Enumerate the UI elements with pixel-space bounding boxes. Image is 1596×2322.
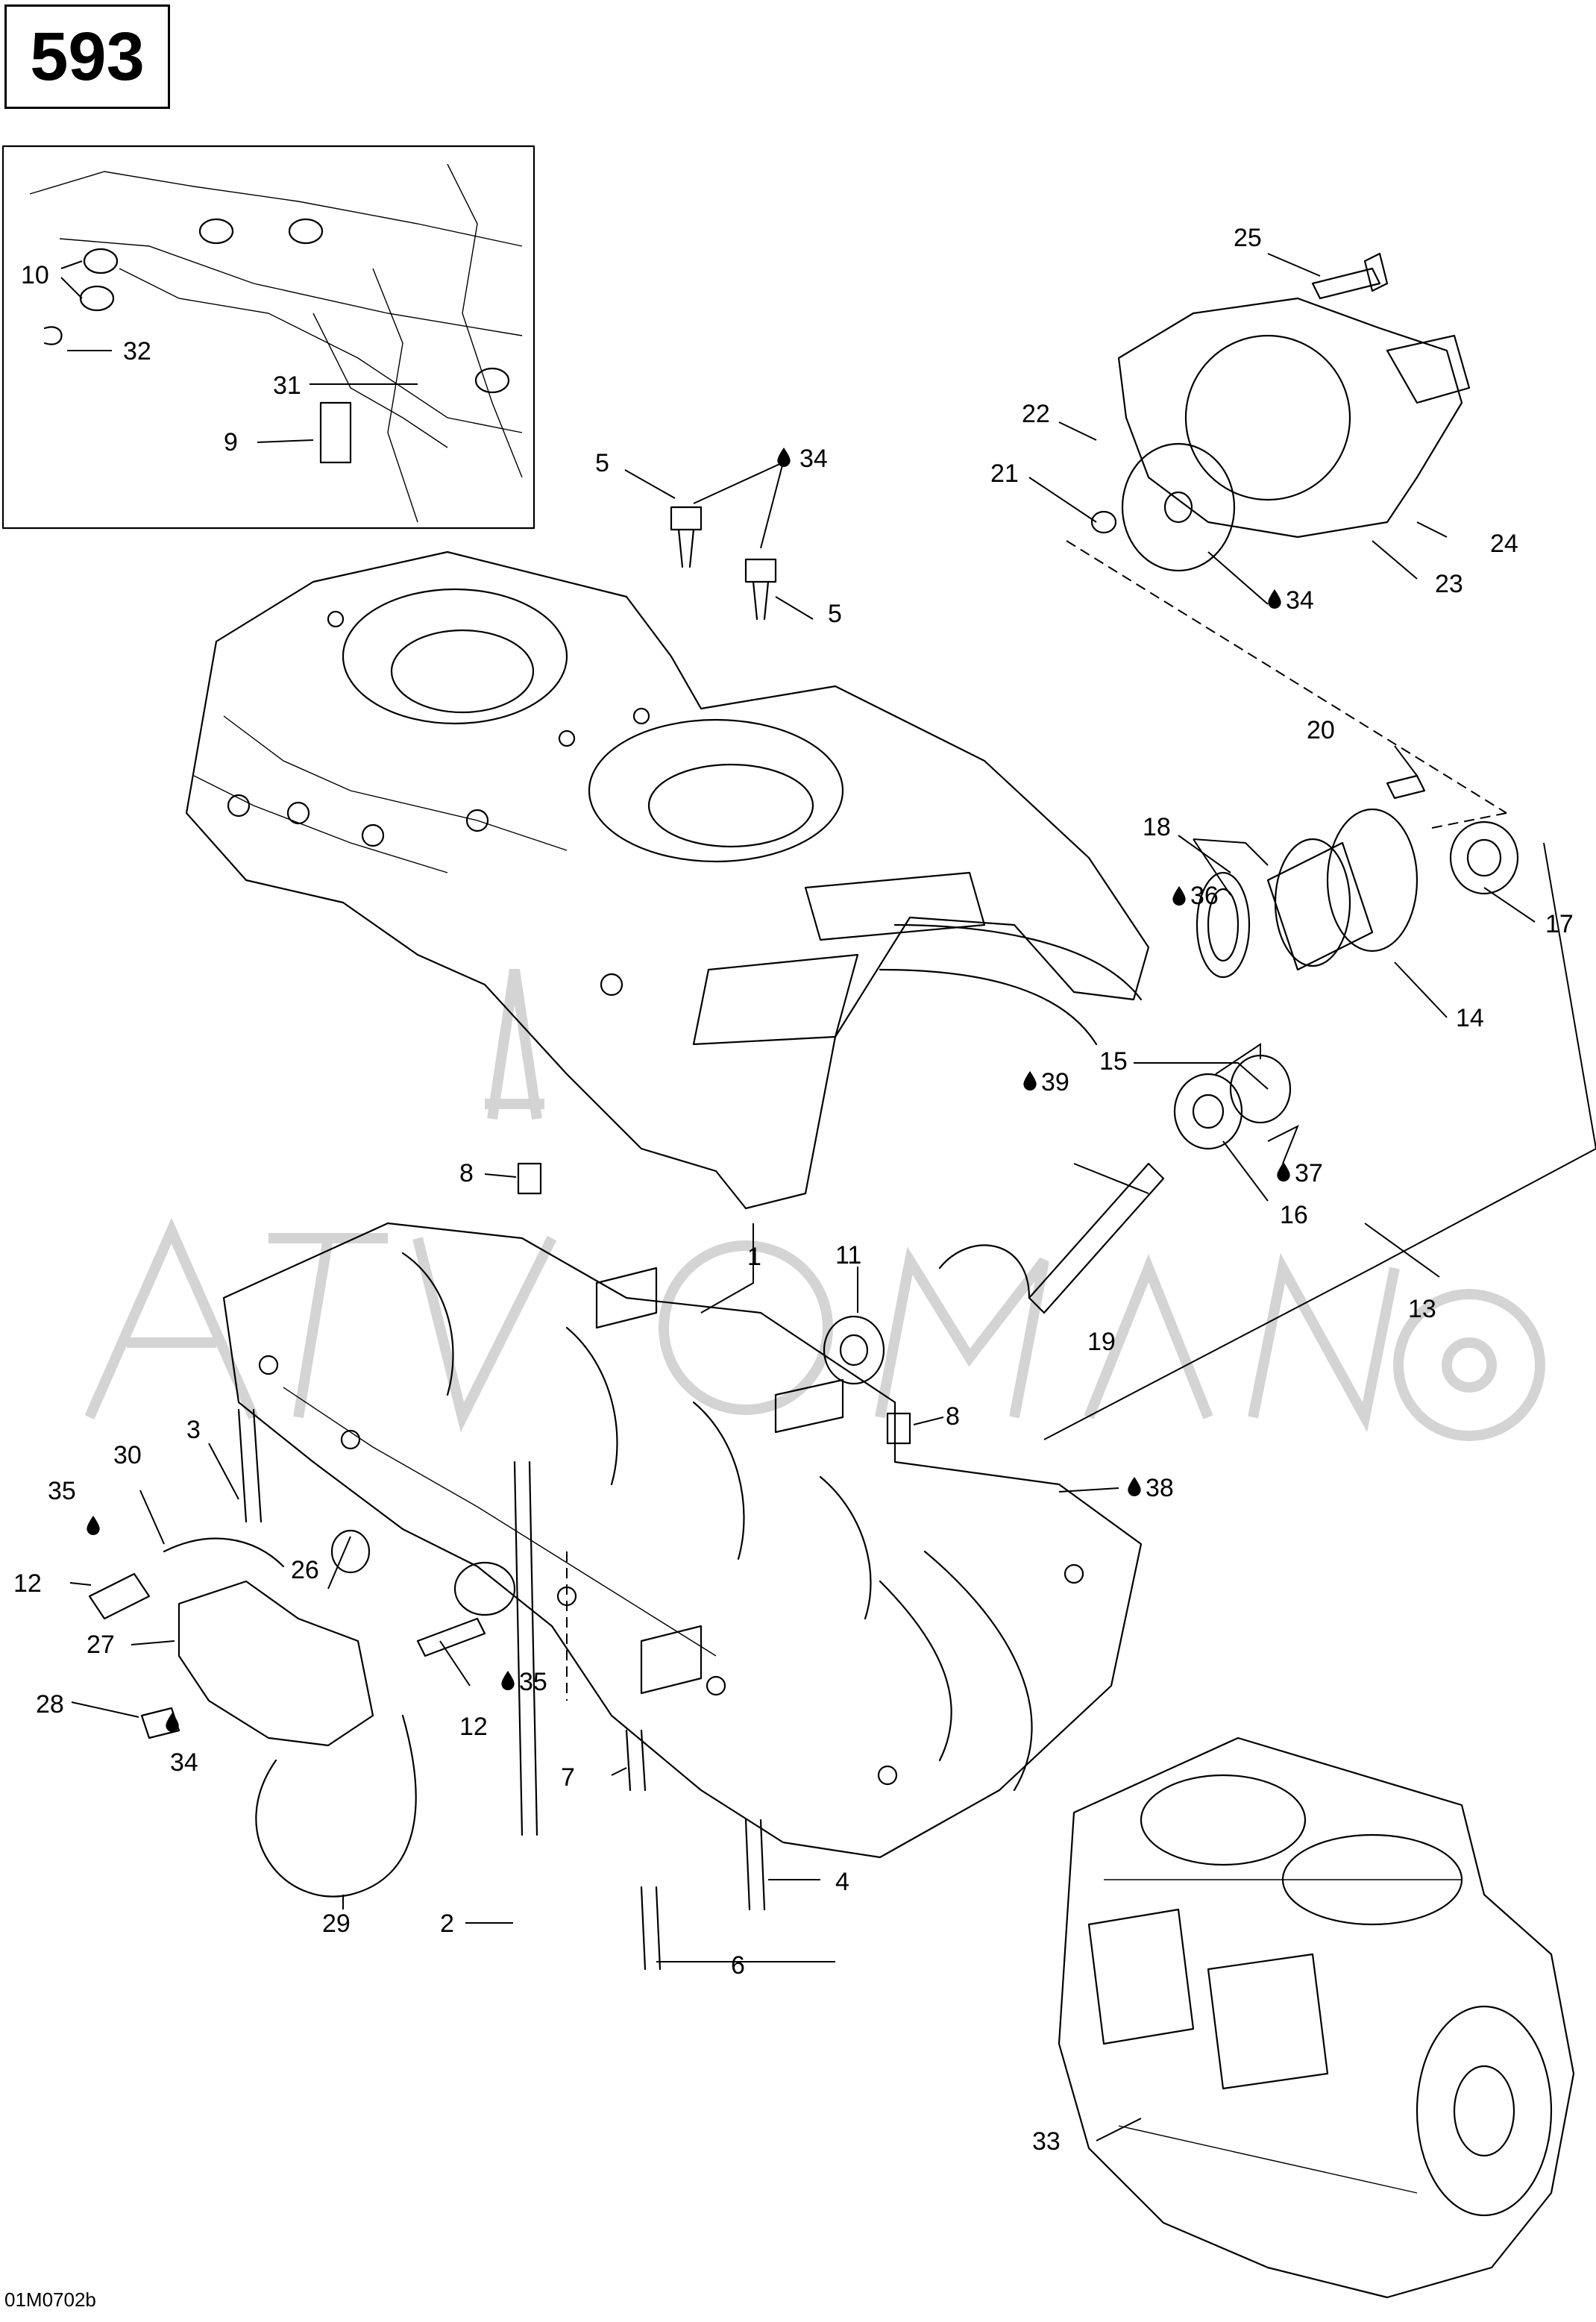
oil-drop-icon (1172, 886, 1186, 906)
callout-labels: 10 32 31 9 5 34 5 25 22 21 24 23 34 20 1… (13, 224, 1574, 2156)
inset-detail (1, 145, 535, 530)
oil-drop-icon (1268, 589, 1281, 609)
watermark (84, 968, 1545, 1441)
callout-6: 6 (731, 1951, 745, 1980)
oil-drop-icon (501, 1671, 515, 1690)
callout-37: 37 (1295, 1159, 1323, 1187)
callout-30: 30 (113, 1441, 142, 1469)
callout-35-left: 35 (48, 1477, 76, 1505)
page-number-box: 593 (4, 4, 170, 109)
callout-7: 7 (561, 1763, 575, 1792)
callout-34-pump: 34 (1286, 586, 1314, 615)
oil-drop-icon (1128, 1477, 1141, 1496)
callout-10: 10 (21, 261, 49, 289)
callout-22: 22 (1022, 400, 1050, 428)
engine-assembly (1058, 1736, 1575, 2299)
callout-18: 18 (1143, 813, 1171, 841)
callout-24: 24 (1490, 530, 1518, 558)
water-pump-group (1090, 252, 1471, 572)
callout-21: 21 (990, 459, 1019, 488)
oil-drop-icons (87, 448, 1290, 1732)
callout-12-right: 12 (459, 1713, 488, 1741)
callout-28: 28 (36, 1690, 64, 1719)
figure-code: 01M0702b (4, 2288, 96, 2311)
callout-23: 23 (1435, 570, 1463, 598)
callout-34-top: 34 (799, 445, 828, 473)
callout-27: 27 (87, 1631, 115, 1659)
oil-drop-icon (87, 1516, 100, 1535)
callout-4: 4 (835, 1868, 849, 1896)
oil-drop-icon (777, 448, 791, 467)
callout-39: 39 (1041, 1068, 1069, 1096)
oil-pump-group (88, 1408, 766, 1971)
callout-11: 11 (835, 1241, 861, 1270)
callout-12-left: 12 (13, 1569, 42, 1598)
callout-5-lower: 5 (828, 600, 842, 628)
guide-lines (566, 540, 1596, 1701)
oil-drop-icon (166, 1713, 179, 1732)
callout-34-pumpbolt: 34 (170, 1748, 198, 1777)
callout-2: 2 (440, 1910, 454, 1938)
lower-crankcase (222, 1222, 1143, 1859)
callout-9: 9 (224, 428, 238, 456)
callout-1: 1 (747, 1243, 761, 1271)
callout-15: 15 (1099, 1047, 1128, 1076)
upper-crankcase (185, 550, 1150, 1210)
callout-8-upper: 8 (459, 1159, 474, 1187)
oil-drop-icon (1277, 1162, 1290, 1182)
callout-33: 33 (1032, 2127, 1061, 2156)
callout-17: 17 (1545, 910, 1574, 938)
callout-31: 31 (273, 371, 301, 400)
callout-38: 38 (1146, 1474, 1174, 1502)
callout-32: 32 (123, 337, 151, 365)
callout-13: 13 (1408, 1295, 1436, 1323)
callout-26: 26 (291, 1556, 319, 1584)
callout-8-lower: 8 (946, 1402, 960, 1431)
callout-25: 25 (1234, 224, 1262, 252)
callout-36: 36 (1190, 882, 1219, 910)
leader-lines (69, 253, 1536, 2141)
oil-drop-icon (1023, 1071, 1037, 1091)
callout-35-right: 35 (519, 1668, 547, 1696)
callout-3: 3 (186, 1416, 201, 1444)
callout-19: 19 (1087, 1328, 1116, 1356)
callout-16: 16 (1280, 1201, 1308, 1229)
page-number: 593 (30, 18, 145, 95)
callout-14: 14 (1456, 1004, 1484, 1032)
callout-20: 20 (1307, 716, 1335, 744)
callout-29: 29 (322, 1910, 351, 1938)
bolts-upper (670, 506, 777, 621)
callout-5-upper: 5 (595, 449, 609, 477)
